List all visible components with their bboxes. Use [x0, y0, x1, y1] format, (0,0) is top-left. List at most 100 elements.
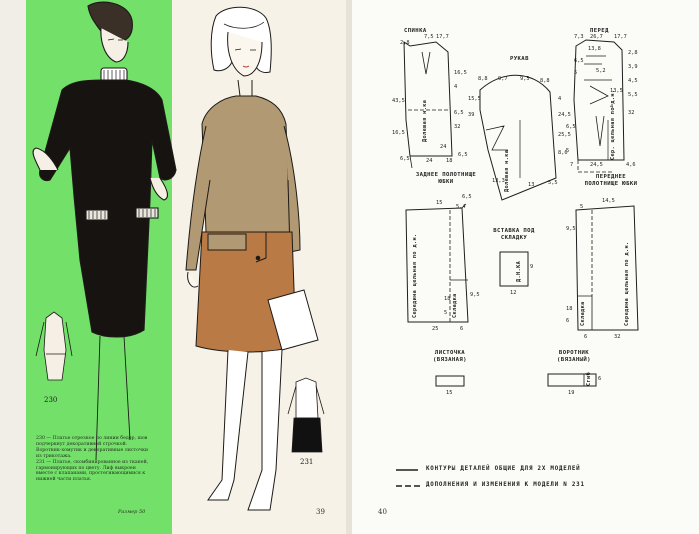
dim-front-side-2: 6,5	[574, 58, 584, 64]
dim-front-side-12: 6,5	[566, 124, 576, 130]
dim-insert-1: 9	[530, 264, 534, 270]
label-grain-sleeve: Долевая н.ка	[504, 149, 510, 192]
model-230-number: 230	[44, 396, 58, 404]
front-skirt-outline	[575, 205, 639, 331]
dim-front-bottom-2: 7	[570, 162, 574, 168]
dim-front-skirt-6: 18	[566, 306, 573, 312]
dim-back-side-7: 16,5	[392, 130, 405, 136]
dim-front-skirt-2: 5	[580, 204, 584, 210]
legend-solid-text: Контуры деталей общие для 2х моделей	[426, 466, 581, 472]
dim-sleeve-side-3: 24,5	[558, 112, 571, 118]
back-skirt-outline	[405, 207, 469, 323]
dim-front-top-3: 17,7	[614, 34, 627, 40]
dim-front-side-6: 3,9	[628, 64, 638, 70]
dim-sleeve-bottom-2: 13,3	[492, 178, 505, 184]
dim-front-top-2: 26,7	[590, 34, 603, 40]
dim-sleeve-top-1: 8,8	[478, 76, 488, 82]
legend-dashed-text: Дополнения и изменения к модели N 231	[426, 482, 585, 488]
right-page-number: 40	[378, 508, 387, 516]
right-page: Спинка Рукав Перед Заднее полотнище юбки…	[352, 0, 699, 534]
dim-front-skirt-7: 6	[566, 318, 570, 324]
dim-back-skirt-1: 15	[436, 200, 443, 206]
dim-back-skirt-4: 9,5	[470, 292, 480, 298]
front-piece-outline	[573, 39, 625, 161]
dim-sleeve-top-2: 9,7	[498, 76, 508, 82]
dim-back-side-3: 4	[454, 84, 458, 90]
dim-sleeve-side-2: 39	[468, 112, 475, 118]
label-pleat-back: Складка	[452, 293, 458, 318]
dim-sleeve-side-4: 25,5	[558, 132, 571, 138]
label-front-skirt: Переднее полотнище юбки	[584, 174, 638, 187]
dim-back-top-3: 17,7	[436, 34, 449, 40]
label-back-skirt: Заднее полотнище юбки	[415, 172, 477, 185]
dim-back-side-6: 24	[440, 144, 447, 150]
label-back: Спинка	[404, 28, 427, 34]
label-sleeve: Рукав	[510, 56, 529, 62]
model-230-flat-sketch	[35, 311, 73, 381]
model-231-number: 231	[300, 458, 314, 466]
dim-back-side-4: 6,5	[454, 110, 464, 116]
label-insert: Вставка под складку	[493, 228, 535, 241]
left-page-number: 39	[316, 508, 325, 516]
dim-front-skirt-4: 6	[584, 334, 588, 340]
dim-back-top-2: 7,5	[424, 34, 434, 40]
label-leaf: Листочка (вязаная)	[433, 350, 467, 363]
left-margin	[0, 0, 26, 534]
dim-front-skirt-5: 32	[614, 334, 621, 340]
label-collar-fold: Сгиб	[586, 371, 592, 386]
dim-back-bottom-3: 18	[446, 158, 453, 164]
caption-230: 230 — Платье отрезное по линии бедер, шо…	[36, 436, 149, 459]
dim-front-side-5: 2,8	[628, 50, 638, 56]
dim-sleeve-top-3: 9,5	[520, 76, 530, 82]
dim-back-side-2: 16,5	[454, 70, 467, 76]
dim-sleeve-top-4: 8,8	[540, 78, 550, 84]
label-grain-back: Долевая н.ка	[422, 99, 428, 142]
label-fold-back-skirt: Середина цельная по д.н.	[412, 233, 418, 318]
dim-back-side-5: 32	[454, 124, 461, 130]
size-note: Размер 50	[118, 509, 146, 515]
dim-front-side-8: 4,5	[628, 78, 638, 84]
dim-back-bottom-1: 6,5	[400, 156, 410, 162]
label-collar: Воротник (вязаный)	[557, 350, 591, 363]
dim-front-side-3: 5	[574, 70, 578, 76]
leaf-piece-outline	[435, 375, 465, 387]
dim-front-side-9: 5,5	[628, 92, 638, 98]
dim-back-skirt-8: 5	[444, 310, 448, 316]
dim-back-bottom-2: 24	[426, 158, 433, 164]
dim-back-side-1: 43,5	[392, 98, 405, 104]
dim-front-side-1: 13,8	[588, 46, 601, 52]
dim-front-bottom-3: 4,6	[626, 162, 636, 168]
dim-front-side-4: 5,2	[596, 68, 606, 74]
dim-collar-1: 6	[598, 376, 602, 382]
dim-sleeve-bottom-1: 13	[528, 182, 535, 188]
label-fold-front-skirt: Середина цельная по д.н.	[624, 241, 630, 326]
dim-sleeve-side-5: 4	[558, 96, 562, 102]
sewing-pattern-drawing	[396, 39, 639, 487]
dim-leaf-1: 15	[446, 390, 453, 396]
dim-front-side-13: 5	[566, 148, 570, 154]
model-captions: 230 — Платье отрезное по линии бедер, шо…	[36, 436, 154, 483]
label-front-inner: Сер. цельная по д.н.	[610, 89, 616, 160]
dim-back-skirt-2: 6,5	[462, 194, 472, 200]
model-230-figure	[32, 1, 177, 461]
dim-front-skirt-1: 14,5	[602, 198, 615, 204]
model-231-flat-sketch	[287, 377, 325, 453]
dim-back-bottom-4: 6,5	[458, 152, 468, 158]
model-231-figure	[185, 6, 319, 511]
label-pleat-front: Складка	[580, 301, 586, 326]
pleat-insert-outline	[499, 251, 529, 287]
dim-back-top-1: 2,8	[400, 40, 410, 46]
dim-back-skirt-3: 5,4	[456, 204, 466, 210]
dim-insert-2: 12	[510, 290, 517, 296]
dim-front-bottom-1: 24,5	[590, 162, 603, 168]
label-pleat-insert: Д.Н.КА	[516, 260, 522, 282]
dim-back-skirt-6: 6	[460, 326, 464, 332]
collar-piece-outline	[547, 373, 597, 387]
dim-sleeve-side-1: 15,5	[468, 96, 481, 102]
dim-back-skirt-5: 25	[432, 326, 439, 332]
dim-front-top-1: 7,3	[574, 34, 584, 40]
dim-front-skirt-3: 9,5	[566, 226, 576, 232]
label-front: Перед	[590, 28, 609, 34]
page-gutter	[346, 0, 352, 534]
